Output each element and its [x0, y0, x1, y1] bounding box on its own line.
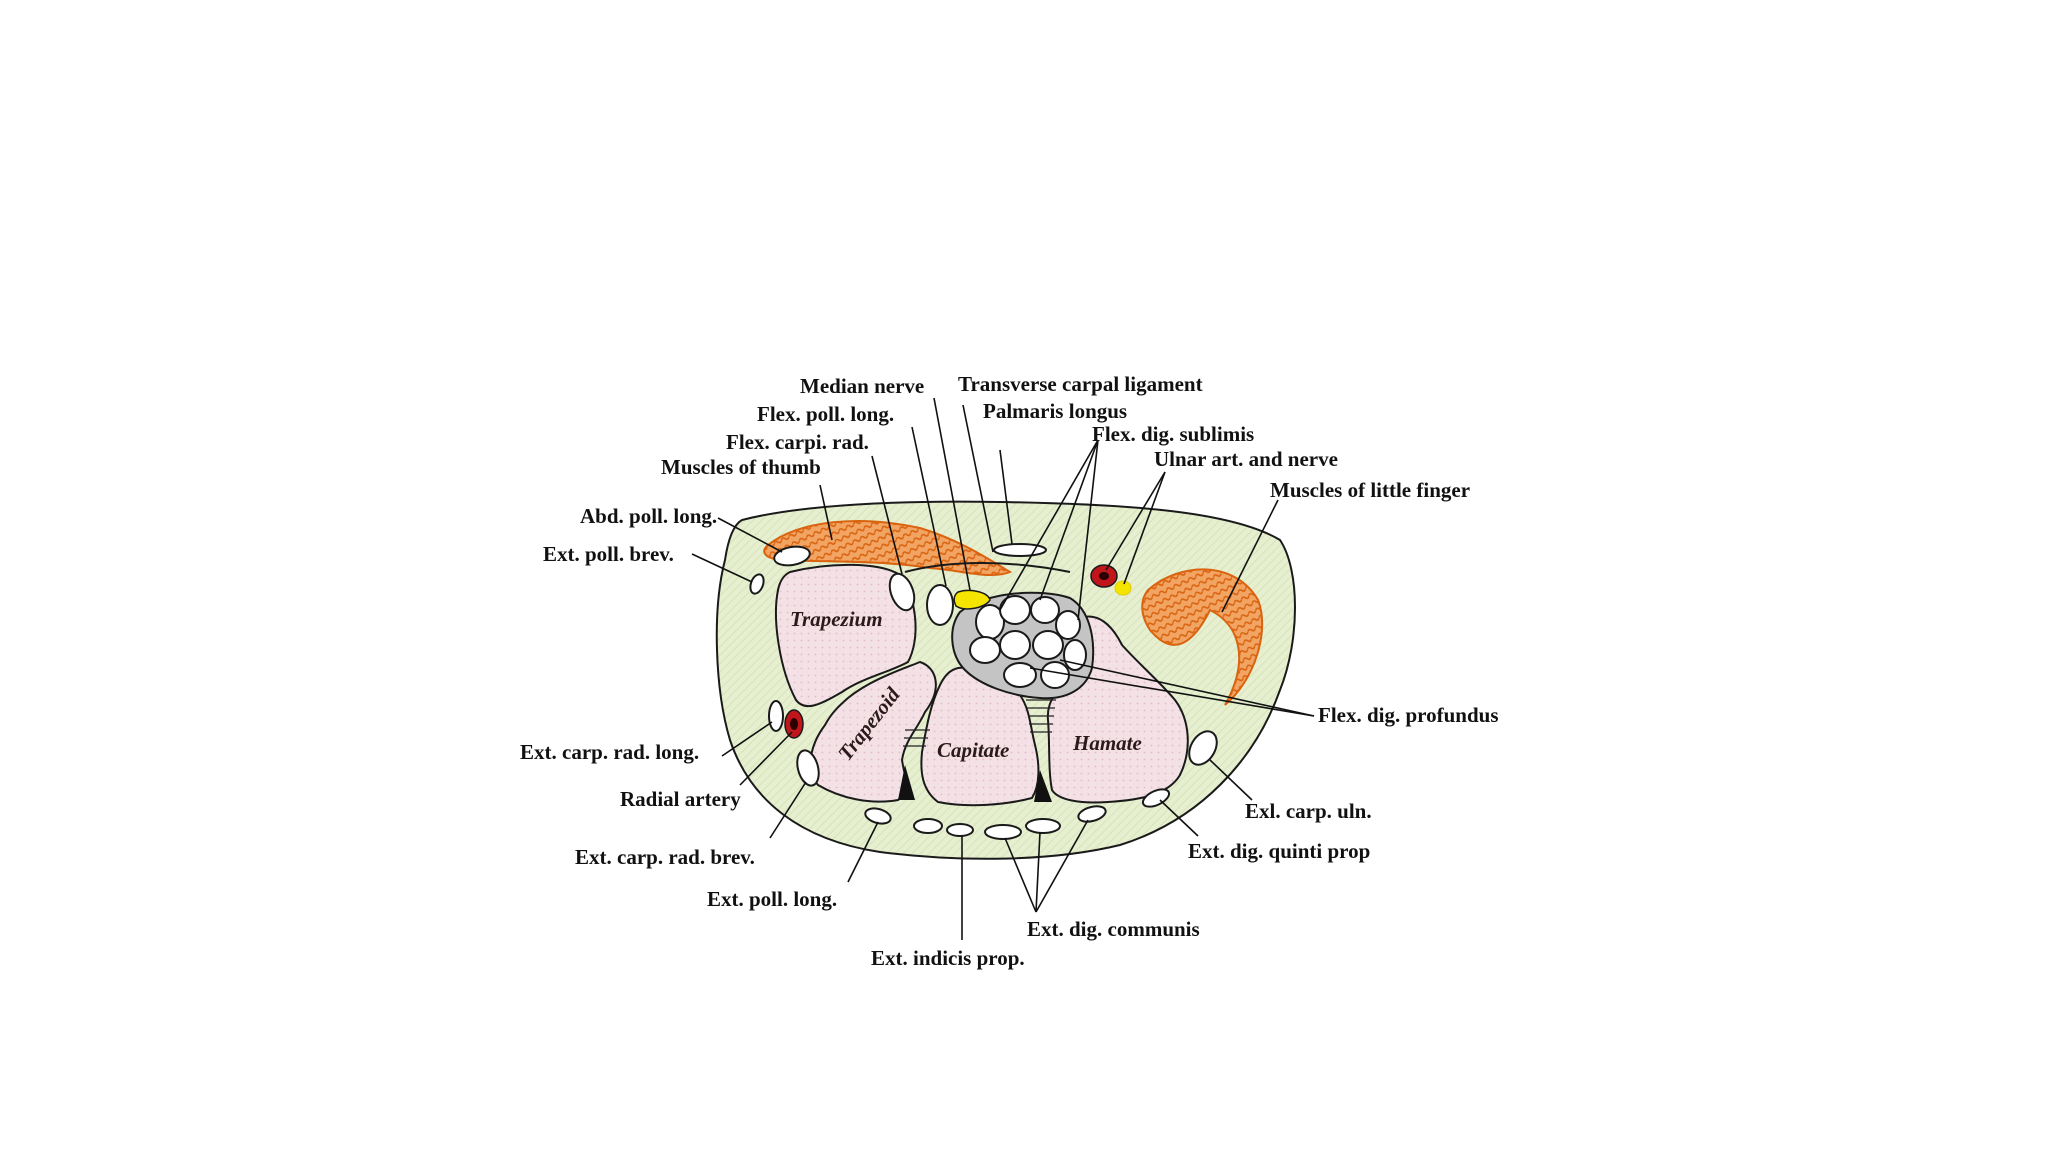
ext-poll-long-label: Ext. poll. long. — [707, 887, 837, 911]
ext-dig-communis-tendon-b — [1026, 819, 1060, 833]
abd-poll-long-label: Abd. poll. long. — [580, 504, 717, 528]
ext-indicis-prop-tendon-b — [947, 824, 973, 836]
ext-dig-communis-tendon-a — [985, 825, 1021, 839]
ext-carp-rad-long-label: Ext. carp. rad. long. — [520, 740, 699, 764]
capitate-label: Capitate — [937, 738, 1009, 762]
flex-carpi-rad-label: Flex. carpi. rad. — [726, 430, 869, 454]
ext-dig-quinti-prop-label: Ext. dig. quinti prop — [1188, 839, 1370, 863]
flex-poll-long-tendon — [927, 585, 953, 625]
ulnar-nerve — [1115, 581, 1131, 595]
radial-artery-label: Radial artery — [620, 787, 741, 811]
ext-carp-rad-long-tendon — [769, 701, 783, 731]
ext-dig-communis-label: Ext. dig. communis — [1027, 917, 1200, 941]
transverse-carpal-ligament-label: Transverse carpal ligament — [958, 372, 1203, 396]
muscles-of-thumb-label: Muscles of thumb — [661, 455, 821, 479]
flex-dig-sublimis-label: Flex. dig. sublimis — [1092, 422, 1254, 446]
flex-dig-profundus-label: Flex. dig. profundus — [1318, 703, 1499, 727]
trapezium-label: Trapezium — [790, 607, 883, 631]
muscles-of-little-finger-label: Muscles of little finger — [1270, 478, 1470, 502]
hamate-label: Hamate — [1072, 731, 1142, 755]
flex-poll-long-label: Flex. poll. long. — [757, 402, 894, 426]
ulnar-art-and-nerve-label: Ulnar art. and nerve — [1154, 447, 1338, 471]
palmaris-longus-tendon — [994, 544, 1046, 556]
median-nerve-label: Median nerve — [800, 374, 924, 398]
ulnar-artery-lumen — [1099, 572, 1109, 580]
ext-indicis-prop-tendon-a — [914, 819, 942, 833]
ext-carp-rad-brev-label: Ext. carp. rad. brev. — [575, 845, 755, 869]
ext-poll-brev-label: Ext. poll. brev. — [543, 542, 674, 566]
ext-indicis-prop-label: Ext. indicis prop. — [871, 946, 1025, 970]
exl-carp-uln-label: Exl. carp. uln. — [1245, 799, 1372, 823]
palmaris-longus-label: Palmaris longus — [983, 399, 1127, 423]
radial-artery-lumen — [790, 718, 798, 730]
